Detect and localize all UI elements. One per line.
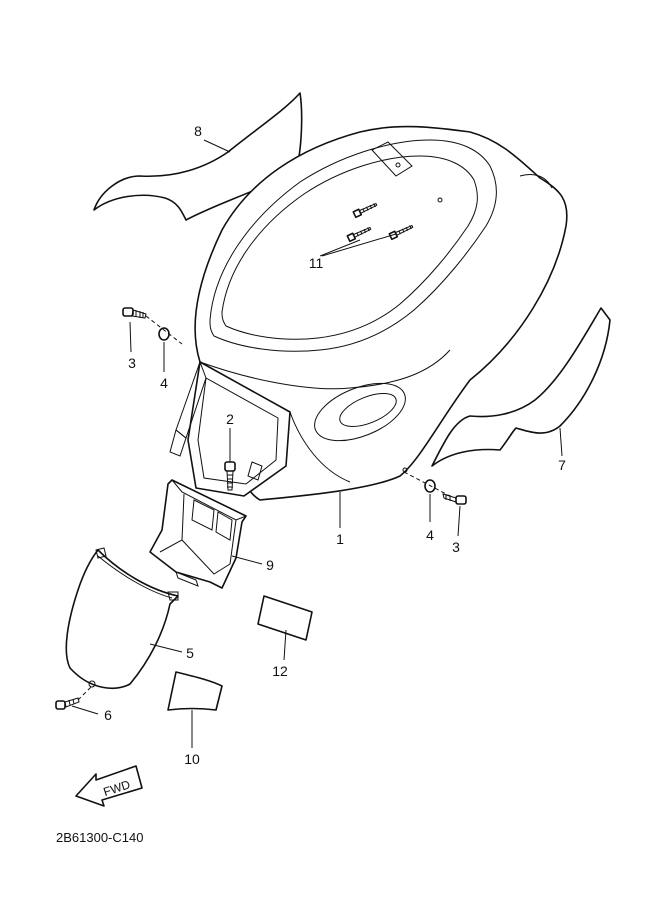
fwd-arrow-shape xyxy=(75,765,143,807)
front-panel-line-2 xyxy=(289,411,351,483)
lower-cover-shell xyxy=(65,549,179,690)
leader-3-right xyxy=(457,505,461,537)
front-panel-line xyxy=(199,349,451,390)
seat-opening-outer xyxy=(209,139,497,352)
screw-6-thread xyxy=(64,697,80,708)
lower-cover-tab-right xyxy=(167,591,179,601)
screw-2-thread xyxy=(226,470,234,491)
screw-6 xyxy=(55,697,80,710)
seat-opening-inner xyxy=(221,155,478,340)
bracket-foot xyxy=(175,571,199,587)
callout-6: 6 xyxy=(104,707,112,723)
emblem xyxy=(167,671,223,711)
callout-10: 10 xyxy=(184,751,200,767)
bracket-slot-2 xyxy=(215,511,233,541)
leader-8 xyxy=(203,139,231,153)
front-opening-inner xyxy=(197,377,279,485)
diagram-code: 2B61300-C140 xyxy=(56,830,143,845)
callout-7: 7 xyxy=(558,457,566,473)
screw-6-head xyxy=(55,700,66,710)
callout-4-right: 4 xyxy=(426,527,434,543)
leader-3-left xyxy=(129,321,132,353)
right-flap-tab xyxy=(247,461,263,481)
bolt-left-axis xyxy=(145,315,183,345)
bolt-right-head xyxy=(455,495,467,505)
top-clip-hole xyxy=(395,162,401,168)
bolt-left-head xyxy=(122,307,134,317)
screws-top-group xyxy=(346,202,414,243)
seat-hole xyxy=(437,197,443,203)
label-plate xyxy=(257,595,313,641)
front-opening-panel xyxy=(187,361,291,497)
bracket-slot-1 xyxy=(191,499,215,531)
screw-2-head xyxy=(224,461,236,472)
screw-top-3-thread xyxy=(394,224,414,237)
lower-cover-screw-hole xyxy=(88,680,96,688)
bracket-back xyxy=(149,479,247,589)
left-flap-tab xyxy=(169,429,187,457)
callout-3-right: 3 xyxy=(452,539,460,555)
callout-5: 5 xyxy=(186,645,194,661)
callout-12: 12 xyxy=(272,663,288,679)
side-vent-outer xyxy=(314,382,406,442)
callout-8: 8 xyxy=(194,123,202,139)
leader-11b xyxy=(321,233,397,257)
callout-2: 2 xyxy=(226,411,234,427)
leader-11a xyxy=(319,239,361,257)
bolt-left-thread xyxy=(131,309,147,319)
leader-7 xyxy=(559,427,563,457)
screw-top-2-thread xyxy=(352,226,372,239)
bolt-right xyxy=(442,493,467,505)
screw-top-1-thread xyxy=(358,202,378,215)
callout-4-left: 4 xyxy=(160,375,168,391)
side-vent-inner xyxy=(339,393,397,427)
callout-3-left: 3 xyxy=(128,355,136,371)
right-edge-flap xyxy=(519,174,553,189)
bolt-right-axis xyxy=(403,471,451,497)
bracket-inner-right xyxy=(181,519,237,575)
inner-bracket xyxy=(149,479,247,589)
bolt-left xyxy=(122,307,147,319)
bracket-rim xyxy=(171,479,247,521)
leader-6 xyxy=(71,705,99,715)
lower-cover xyxy=(65,547,179,690)
screw-6-axis xyxy=(77,685,93,701)
callout-1: 1 xyxy=(336,531,344,547)
callout-11: 11 xyxy=(309,255,324,271)
graphic-right-decal xyxy=(431,307,611,467)
lower-cover-tab xyxy=(95,547,107,559)
top-clip-tab xyxy=(371,141,413,177)
fwd-arrow: FWD xyxy=(75,765,143,807)
callout-9: 9 xyxy=(266,557,274,573)
leader-9 xyxy=(231,555,263,565)
leader-5 xyxy=(149,643,183,653)
leader-12 xyxy=(283,629,287,661)
lower-cover-rim xyxy=(97,555,173,599)
